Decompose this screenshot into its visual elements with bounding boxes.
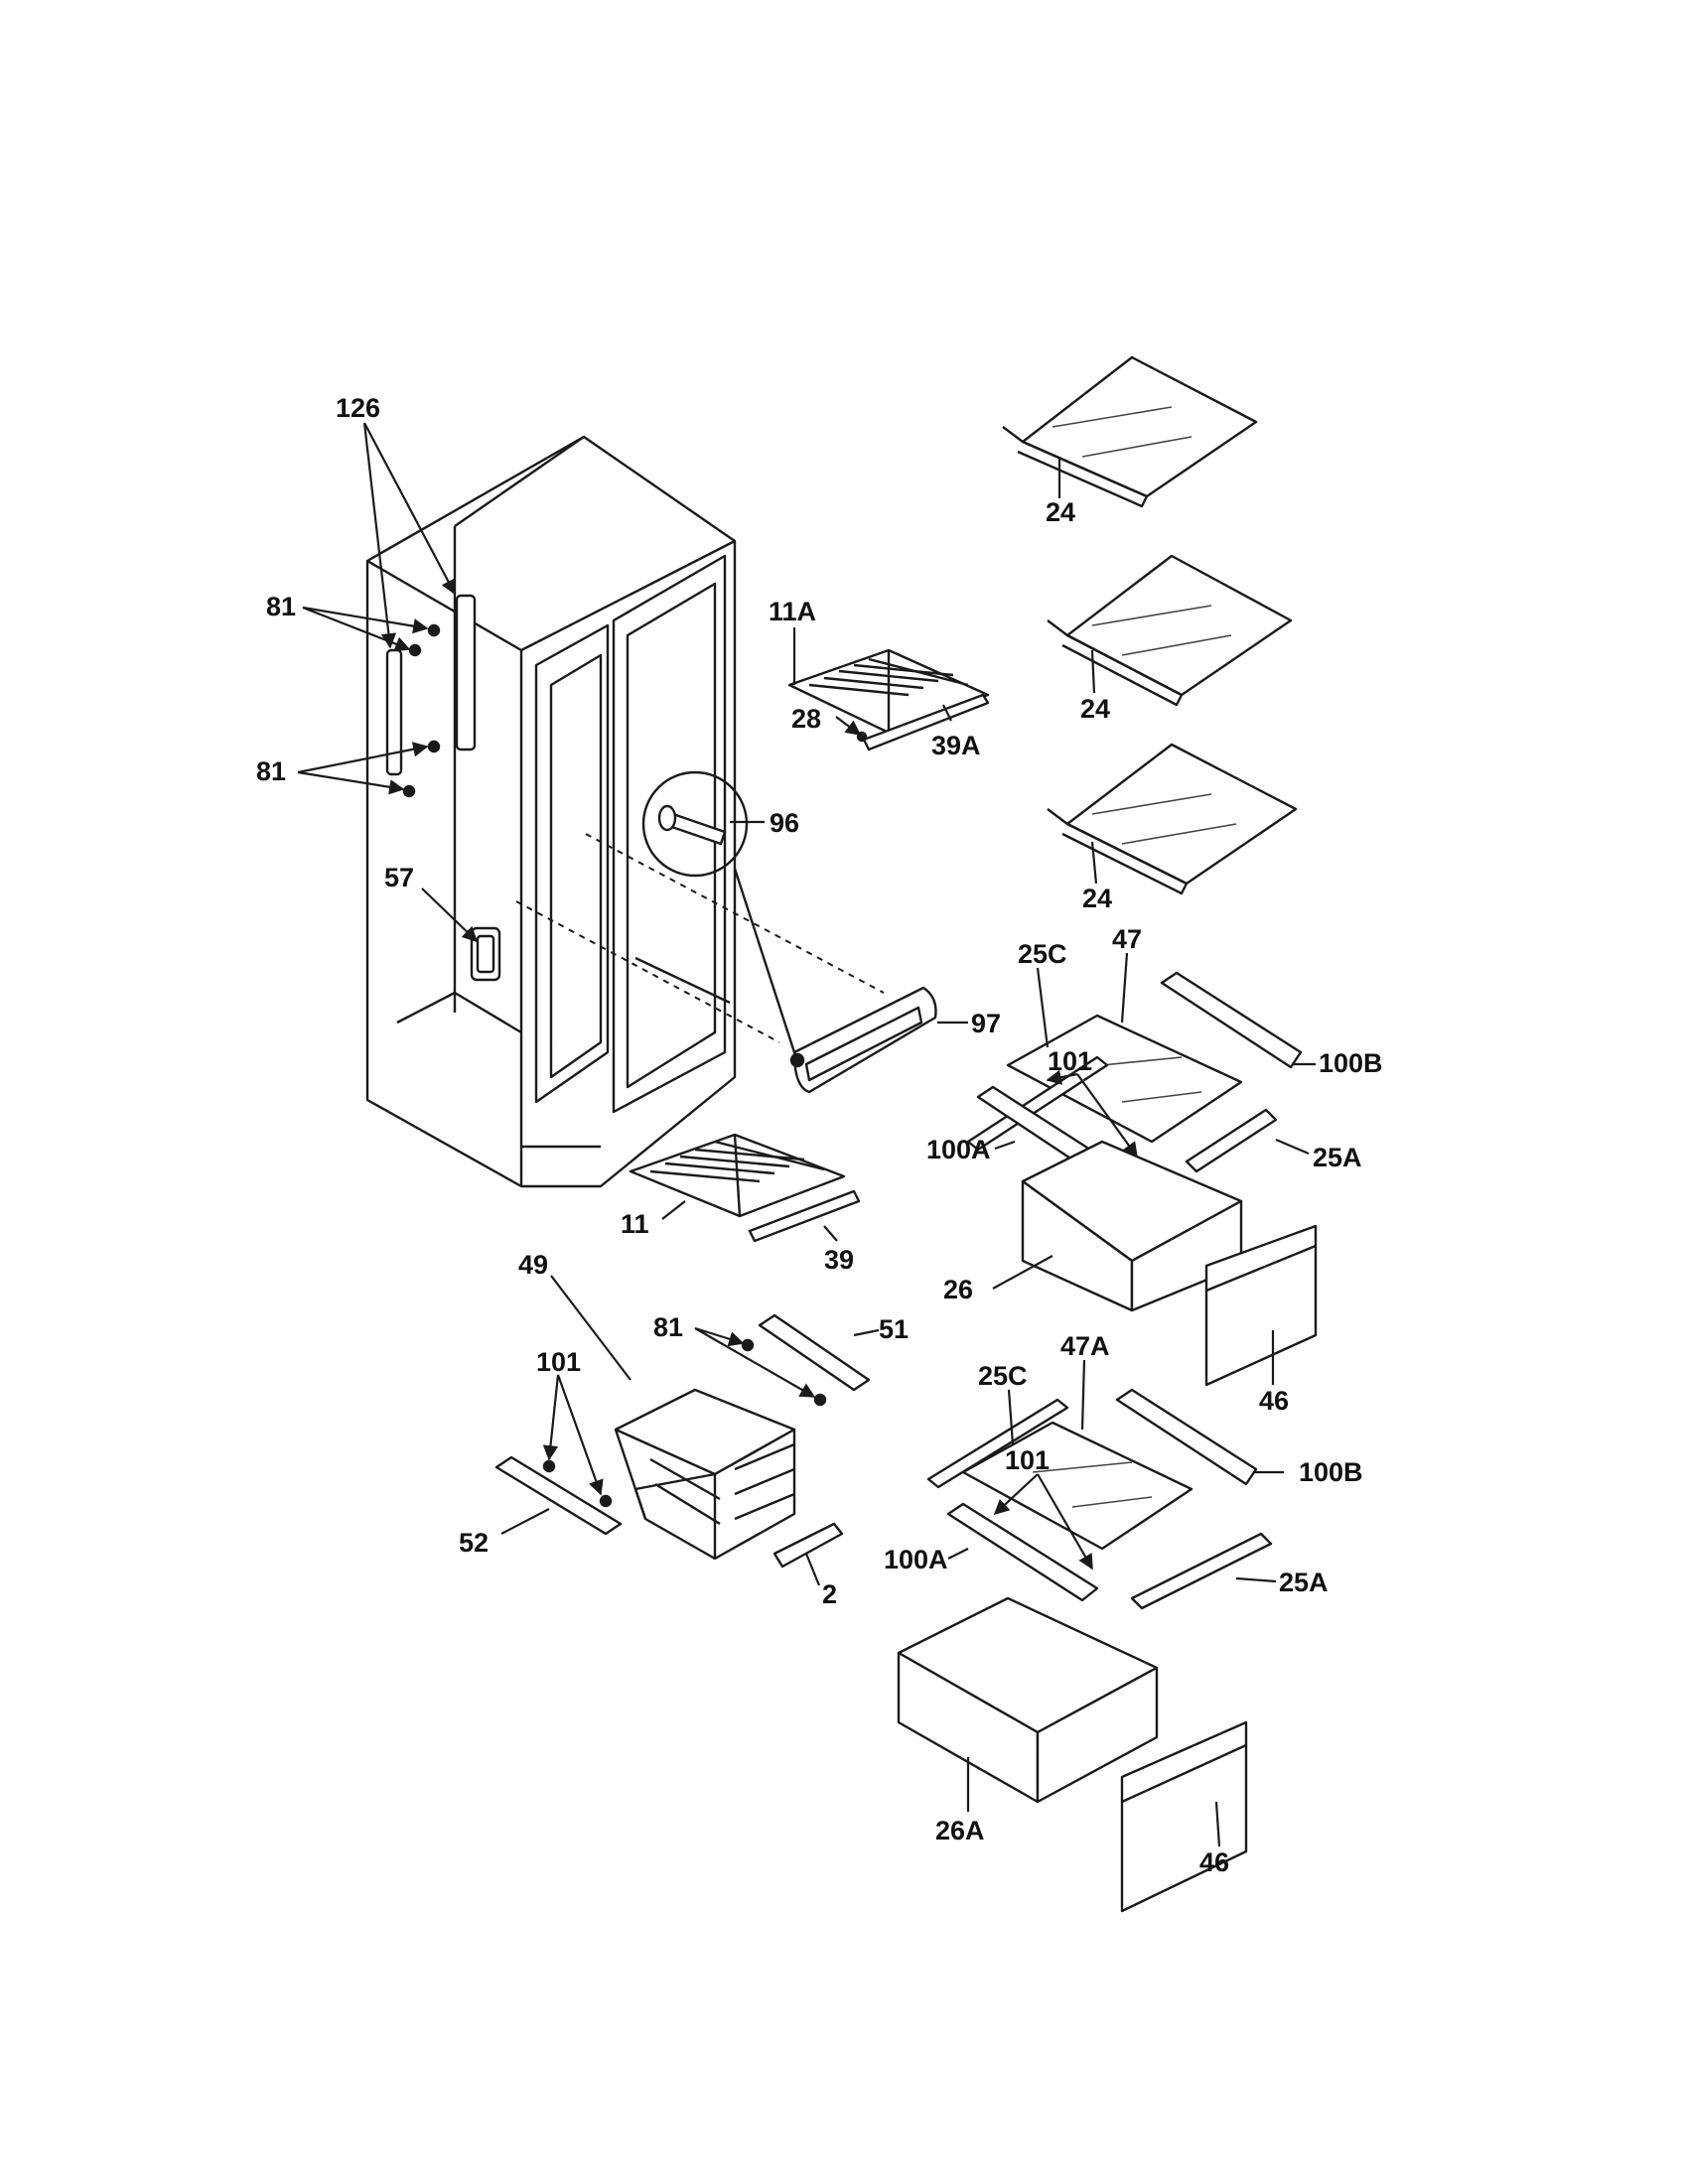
callout-47a: 47A (1060, 1331, 1110, 1361)
callout-101: 101 (1048, 1046, 1092, 1076)
callout-25a: 25A (1313, 1143, 1362, 1172)
callout-24: 24 (1046, 497, 1075, 527)
callout-2: 2 (822, 1579, 837, 1609)
callout-96: 96 (770, 808, 799, 838)
part-24-glass-shelf-2 (1047, 554, 1293, 707)
callout-100b: 100B (1299, 1457, 1363, 1487)
callout-39: 39 (824, 1245, 854, 1275)
part-25c-rail-lower (926, 1398, 1069, 1489)
part-24-glass-shelf-1 (1002, 355, 1258, 508)
part-11-wire-shelf (629, 1133, 861, 1243)
part-11a-wire-shelf (787, 648, 990, 751)
callout-47: 47 (1112, 924, 1142, 954)
callout-28: 28 (791, 704, 821, 734)
callout-24: 24 (1080, 694, 1110, 724)
part-46-drawer-front (1204, 1224, 1318, 1387)
callout-97: 97 (971, 1009, 1001, 1038)
part-100b-bracket (1160, 971, 1303, 1069)
screws (542, 1338, 827, 1508)
part-52-rail (494, 1455, 623, 1536)
part-26a-crisper-drawer (897, 1596, 1159, 1804)
callout-81: 81 (256, 756, 286, 786)
part-24-glass-shelf-3 (1047, 743, 1298, 895)
part-49-wire-basket (614, 1388, 796, 1561)
callout-11: 11 (621, 1209, 649, 1239)
part-100a-bracket-lower (946, 1502, 1099, 1602)
callout-25c: 25C (978, 1361, 1028, 1391)
callout-26: 26 (943, 1275, 973, 1304)
callout-101: 101 (1005, 1445, 1050, 1475)
part-26-crisper-drawer (1021, 1140, 1243, 1312)
part-25c-rail (966, 1055, 1109, 1152)
part-47a-glass-cover (961, 1421, 1193, 1551)
part-51-rail (758, 1313, 871, 1392)
part-2-rail (772, 1522, 844, 1569)
callout-46: 46 (1199, 1847, 1229, 1877)
callout-25a: 25A (1279, 1568, 1329, 1597)
callout-101: 101 (536, 1347, 581, 1377)
guide-line (585, 833, 885, 994)
callout-39a: 39A (931, 731, 981, 760)
callout-25c: 25C (1018, 939, 1067, 969)
part-25a-rail-lower (1130, 1532, 1273, 1610)
callout-11a: 11A (769, 597, 816, 626)
callout-100b: 100B (1319, 1048, 1383, 1078)
callout-24: 24 (1082, 884, 1112, 913)
refrigerator-cabinet (365, 435, 737, 1188)
callout-100a: 100A (884, 1545, 948, 1574)
guide-line (515, 900, 780, 1043)
callout-81: 81 (266, 592, 296, 621)
callout-126: 126 (336, 393, 380, 423)
callout-81: 81 (653, 1312, 683, 1342)
part-47-glass-cover (1006, 1014, 1243, 1144)
callout-51: 51 (879, 1314, 909, 1344)
callout-100a: 100A (926, 1135, 991, 1164)
callout-52: 52 (459, 1528, 489, 1558)
part-25a-rail (1185, 1108, 1278, 1173)
part-97-ice-bar (789, 986, 937, 1094)
part-100b-bracket-lower (1115, 1388, 1258, 1486)
leader-lines (297, 422, 1316, 1847)
callout-49: 49 (518, 1250, 548, 1280)
callout-26a: 26A (935, 1816, 985, 1845)
callout-46: 46 (1259, 1386, 1289, 1416)
part-46-drawer-front-lower (1120, 1720, 1248, 1913)
callout-57: 57 (384, 863, 414, 892)
part-96-detail (641, 770, 796, 1053)
